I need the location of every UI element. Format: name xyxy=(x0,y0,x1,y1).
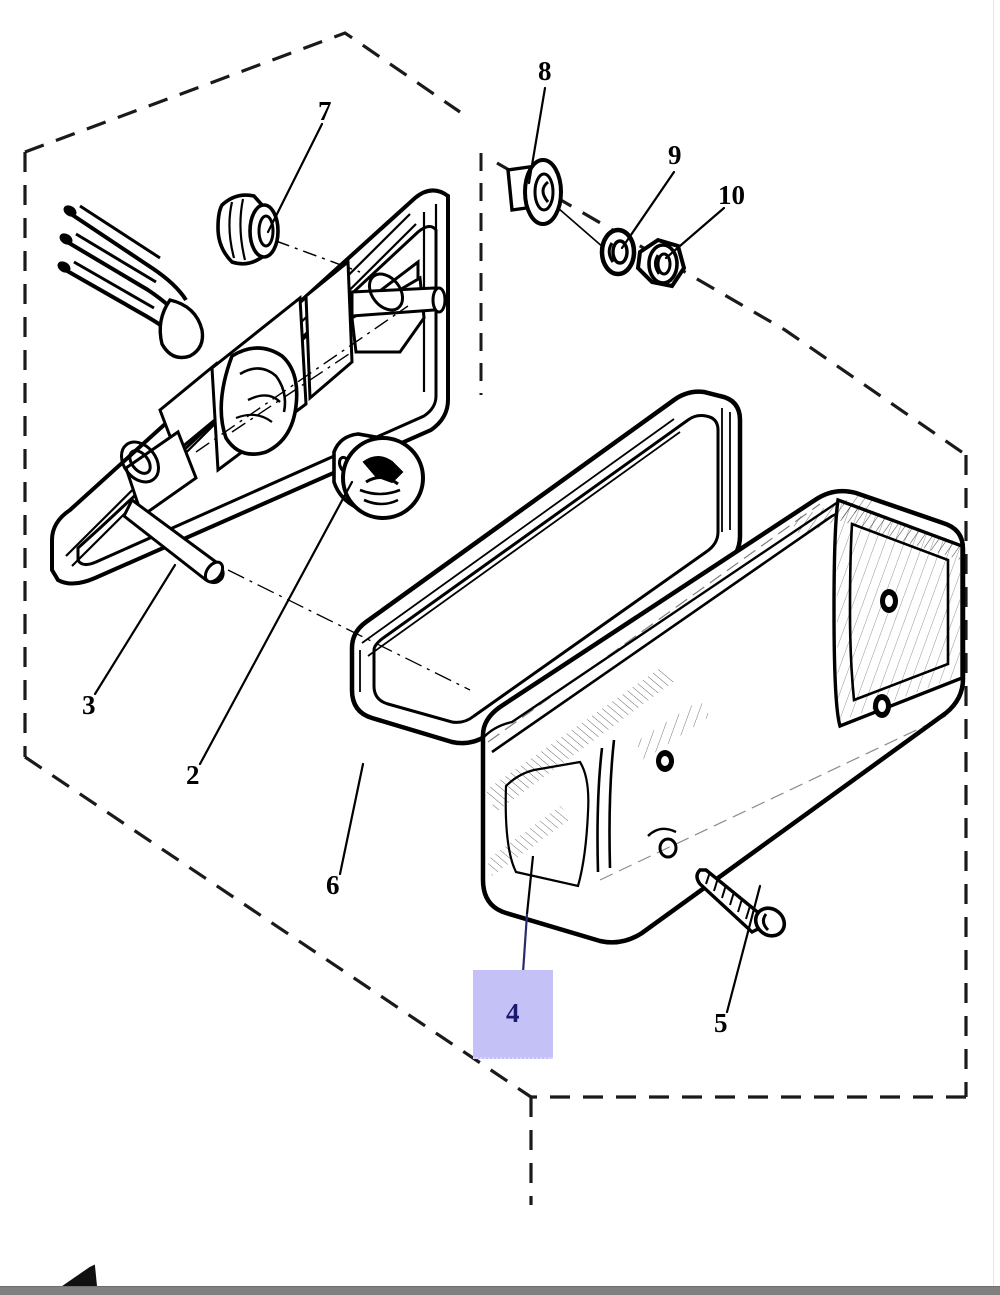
leader-8 xyxy=(527,86,547,185)
part-5-tapping-screw xyxy=(695,868,787,938)
dashed-boundary-housing-group xyxy=(23,31,532,1099)
page-right-edge xyxy=(993,0,994,1288)
callout-label-3[interactable]: 3 xyxy=(82,690,96,720)
callout-label-8[interactable]: 8 xyxy=(538,56,552,86)
dashed-boundary-lens-group xyxy=(496,161,968,1205)
screw-threads xyxy=(705,871,751,920)
callout-label-7[interactable]: 7 xyxy=(318,96,332,126)
wire-terminals xyxy=(57,205,77,273)
callout-label-4[interactable]: 4 xyxy=(473,970,553,1059)
leader-6 xyxy=(338,762,365,876)
callout-label-5[interactable]: 5 xyxy=(714,1008,728,1038)
housing-center-lines xyxy=(195,305,409,453)
part-4-lens xyxy=(480,488,966,945)
callout-label-10[interactable]: 10 xyxy=(718,180,745,210)
leader-3 xyxy=(93,563,177,696)
callout-label-9[interactable]: 9 xyxy=(668,140,682,170)
part-10-hex-nut xyxy=(635,237,687,289)
housing-center-wall-2 xyxy=(304,258,354,402)
leader-2 xyxy=(198,480,354,766)
leader-4-upper xyxy=(525,855,535,915)
part-2-bulb xyxy=(332,432,425,520)
part-7-grommet xyxy=(216,193,280,266)
leader-5 xyxy=(725,884,762,1014)
part-6-lens-gasket xyxy=(227,389,743,746)
part-8-bolt xyxy=(506,158,563,226)
leader-10 xyxy=(664,206,726,260)
bulb-socket-boss xyxy=(219,346,299,456)
housing-mounting-studs xyxy=(122,286,447,585)
leader-9 xyxy=(620,170,676,250)
callout-label-2[interactable]: 2 xyxy=(186,760,200,790)
leader-bolt-to-washer xyxy=(557,207,605,249)
page-bottom-artwork-fragment xyxy=(60,1264,98,1287)
leader-7 xyxy=(266,122,324,234)
viewer-bottom-bar xyxy=(0,1286,1000,1295)
wire-boot xyxy=(158,298,205,360)
callout-leader-lines xyxy=(93,86,762,1014)
part-3-lamp-body-housing xyxy=(50,188,450,586)
callout-label-6[interactable]: 6 xyxy=(326,870,340,900)
lens-screw-bosses xyxy=(873,589,898,718)
housing-mounting-holes xyxy=(119,272,405,484)
